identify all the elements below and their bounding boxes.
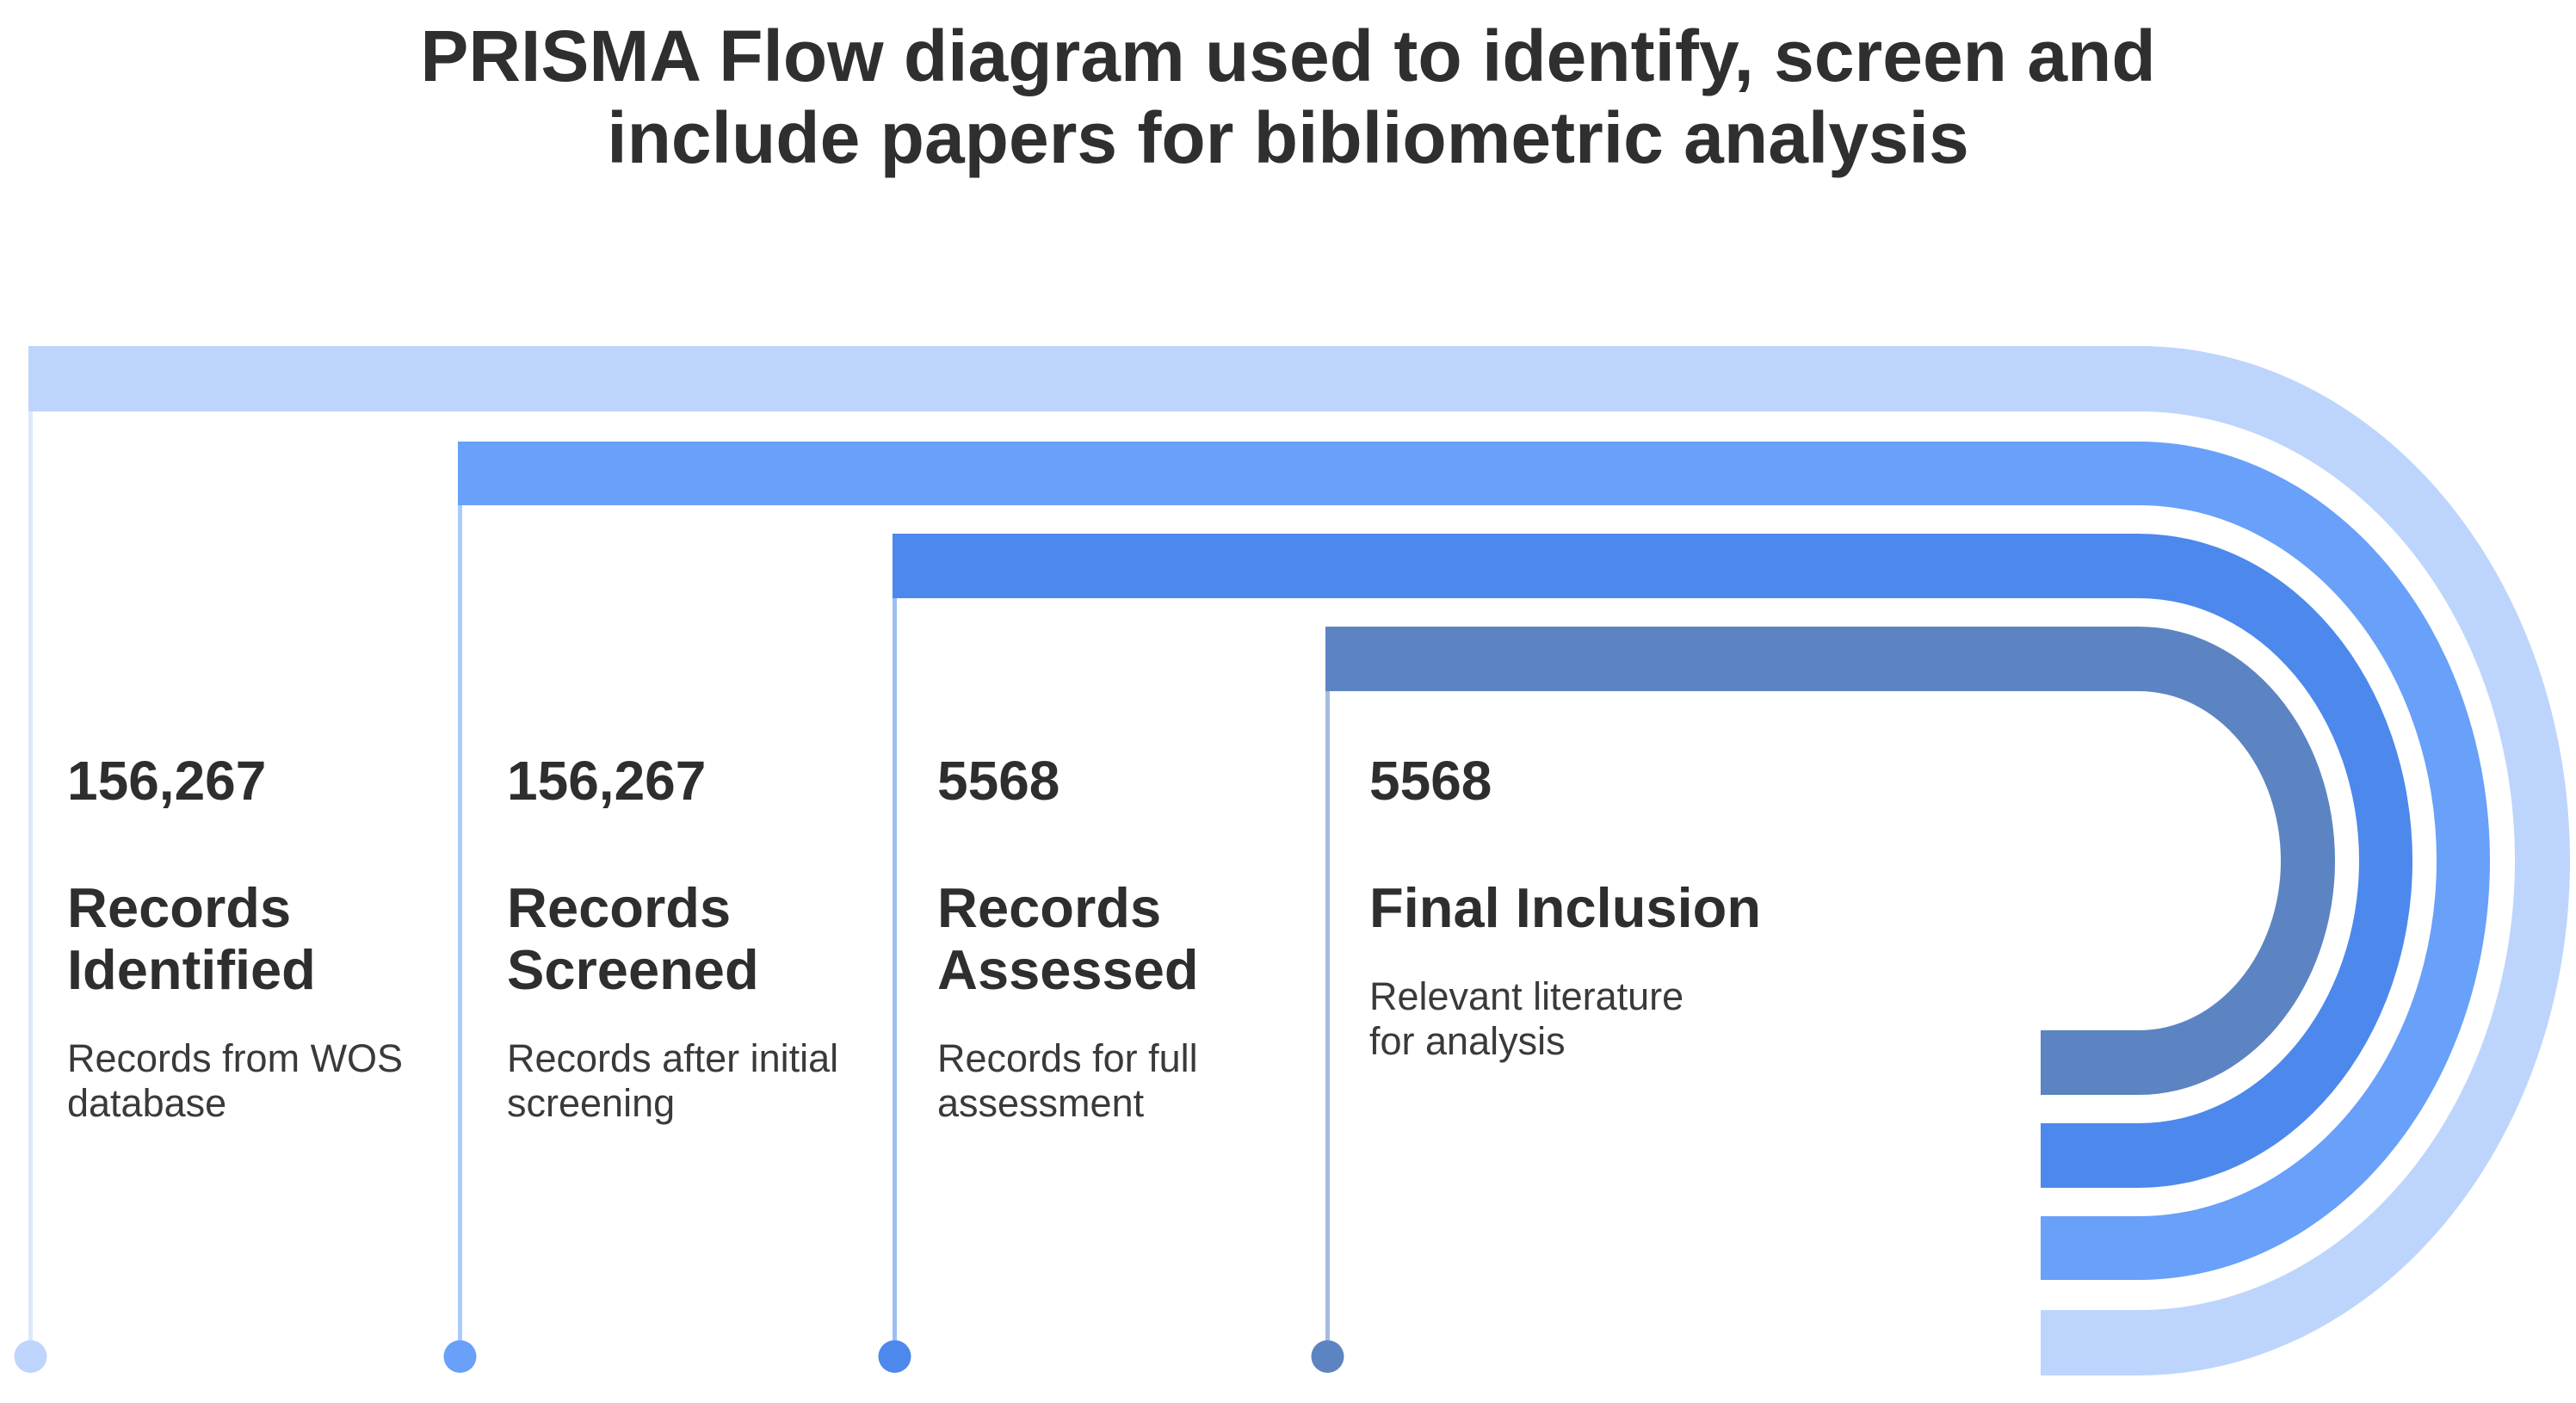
stage-value: 156,267 [507,750,707,812]
milestone-dot-final-icon [1311,1340,1344,1373]
flow-band-identified-icon [28,346,2570,1375]
stage-label: Records Identified [67,876,316,1001]
milestone-dot-identified-icon [14,1340,47,1373]
stage-column-screened: 156,267 Records Screened Records after i… [507,751,954,1126]
stage-column-assessed: 5568 Records Assessed Records for full a… [937,751,1385,1126]
flow-band-final-icon [1325,627,2335,1095]
stage-column-final-inclusion: 5568 Final Inclusion Relevant literature… [1369,751,1920,1064]
drop-line-final [1325,691,1330,1340]
stage-value: 156,267 [67,750,267,812]
flow-band-screened-icon [458,442,2490,1280]
stage-label: Final Inclusion [1369,876,1762,939]
stage-description: Records from WOS database [67,1036,404,1125]
stage-value: 5568 [937,750,1060,812]
stage-description: Relevant literature for analysis [1369,974,1684,1063]
stage-column-identified: 156,267 Records Identified Records from … [67,751,515,1126]
milestone-dot-assessed-icon [878,1340,911,1373]
page-title: PRISMA Flow diagram used to identify, sc… [420,15,2156,178]
drop-line-screened [458,505,462,1340]
flow-band-assessed-icon [893,534,2412,1188]
stage-label: Records Assessed [937,876,1199,1001]
stage-value: 5568 [1369,750,1492,812]
stage-description: Records after initial screening [507,1036,839,1125]
drop-line-assessed [893,598,897,1340]
drop-line-identified [28,411,33,1340]
milestone-dot-screened-icon [443,1340,477,1373]
stage-label: Records Screened [507,876,759,1001]
stage-description: Records for full assessment [937,1036,1198,1125]
